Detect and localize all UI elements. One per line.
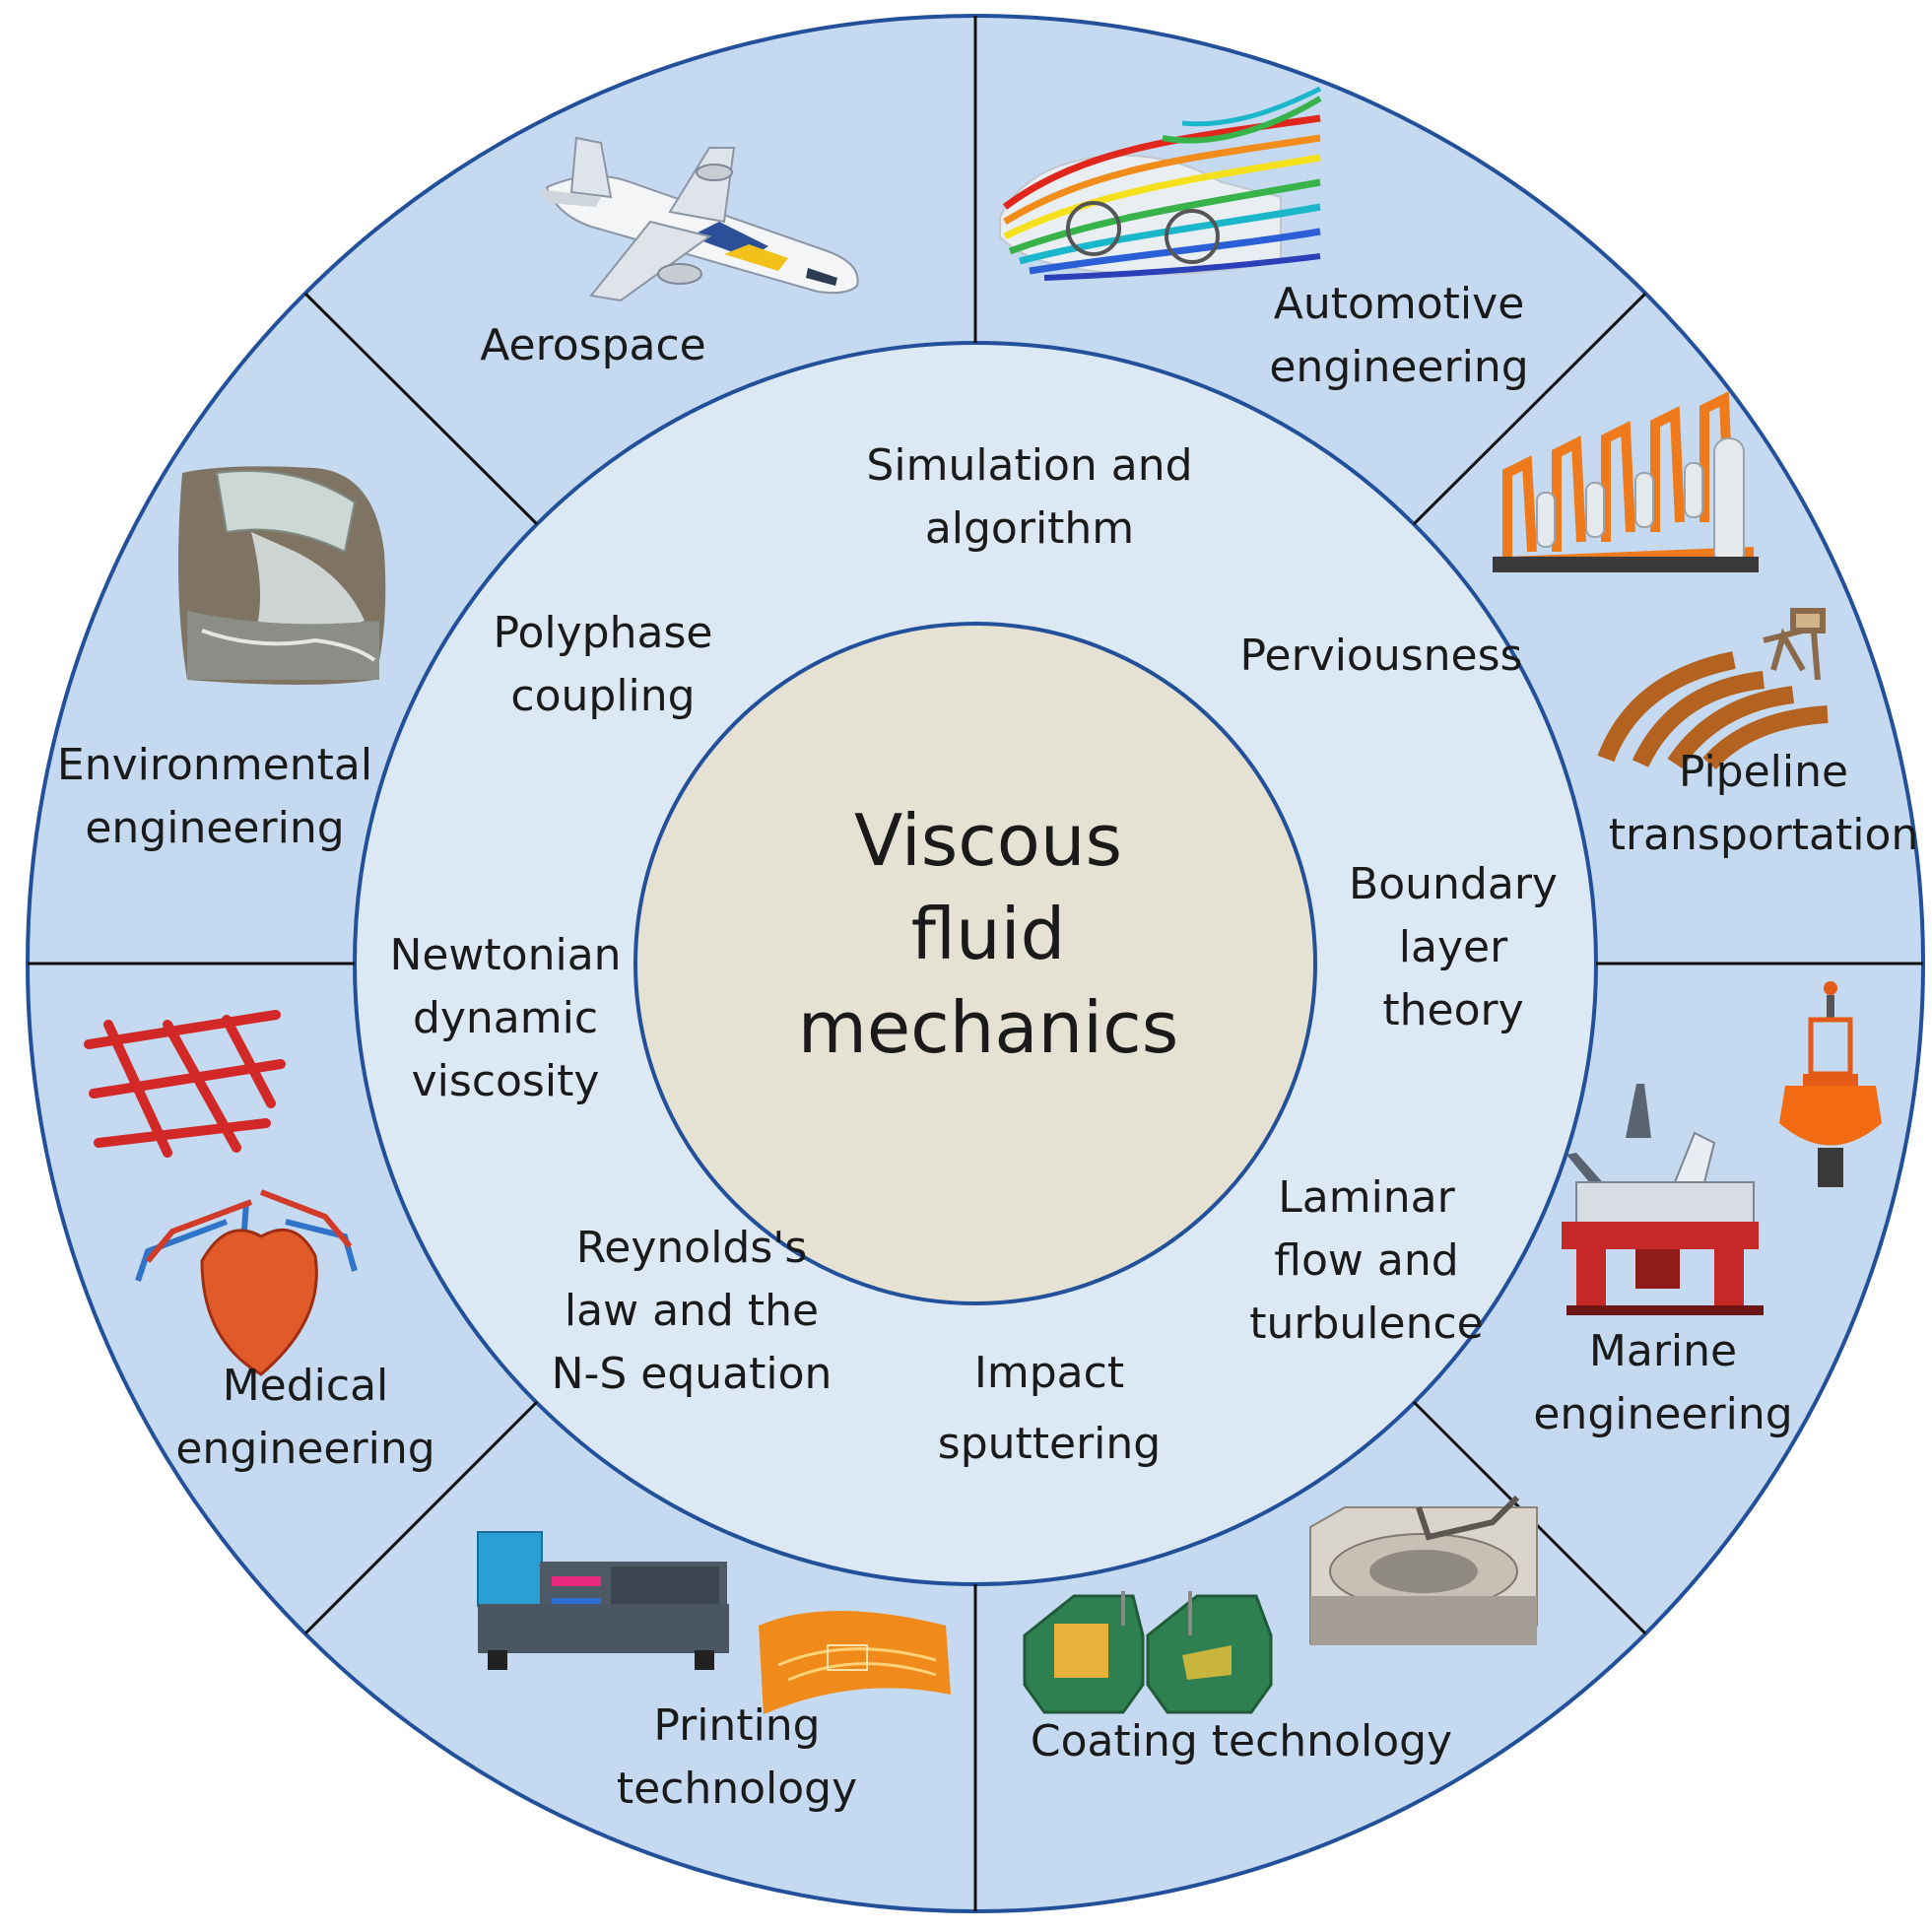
concept-labels: Simulation and algorithmPerviousnessBound… xyxy=(389,440,1558,1469)
concept-boundary-layer-line: layer xyxy=(1399,922,1508,972)
concept-boundary-layer-line: Boundary xyxy=(1349,859,1558,909)
concept-impact: Impact sputtering xyxy=(938,1348,1161,1469)
concept-simulation-line: algorithm xyxy=(925,503,1134,554)
concept-newtonian-line: dynamic xyxy=(413,993,598,1043)
center-title-label: Viscous fluid mechanics xyxy=(798,799,1179,1069)
oil-rig-icon xyxy=(1562,1084,1764,1315)
divider-top-left xyxy=(303,292,539,526)
application-pipeline: Pipeline transportation xyxy=(1609,747,1919,860)
application-medical: Medical engineering xyxy=(175,1361,434,1474)
application-automotive: Automotive engineering xyxy=(1269,279,1528,392)
application-environmental-line: Environmental xyxy=(57,740,372,790)
application-printing-line: Printing xyxy=(653,1700,820,1751)
center-circle xyxy=(633,622,1317,1305)
concept-reynolds-line: N-S equation xyxy=(552,1349,833,1399)
application-automotive-line: engineering xyxy=(1269,342,1528,392)
pump-jack-icon xyxy=(1763,608,1826,681)
heart-icon xyxy=(84,1010,358,1376)
application-printing: Printing technology xyxy=(617,1700,857,1814)
application-aerospace: Aerospace xyxy=(480,320,706,370)
application-coating-line: Coating technology xyxy=(1031,1716,1452,1766)
application-printing-line: technology xyxy=(617,1764,857,1814)
application-coating: Coating technology xyxy=(1031,1716,1452,1766)
application-aerospace-line: Aerospace xyxy=(480,320,706,370)
wastewater-icon xyxy=(178,466,386,685)
buoy-icon xyxy=(1779,981,1882,1187)
concept-simulation-line: Simulation and xyxy=(866,440,1192,491)
offshore-platform-icon xyxy=(1562,981,1882,1315)
application-marine-line: Marine xyxy=(1589,1326,1737,1376)
concept-boundary-layer: Boundary layer theory xyxy=(1349,859,1558,1035)
center-title: Viscous fluid mechanics xyxy=(798,799,1179,1069)
concept-laminar-line: Laminar xyxy=(1278,1172,1455,1223)
divider-top-right xyxy=(1412,292,1647,526)
coated-die-icon xyxy=(1023,1591,1273,1714)
application-pipeline-line: Pipeline xyxy=(1679,747,1848,797)
concept-polyphase-line: Polyphase xyxy=(494,608,713,658)
application-medical-line: Medical xyxy=(223,1361,389,1411)
pipeline-icon xyxy=(1493,391,1829,770)
car-airflow-icon xyxy=(999,86,1322,281)
center-title-label-line: Viscous xyxy=(854,799,1122,882)
concept-boundary-layer-line: theory xyxy=(1382,985,1523,1035)
concept-reynolds-line: law and the xyxy=(565,1286,819,1336)
application-marine-line: engineering xyxy=(1533,1389,1792,1439)
application-medical-line: engineering xyxy=(175,1424,434,1474)
concept-polyphase-line: coupling xyxy=(510,671,695,721)
concept-newtonian-line: Newtonian xyxy=(389,930,621,980)
concept-laminar-line: turbulence xyxy=(1249,1299,1484,1349)
application-pipeline-line: transportation xyxy=(1609,810,1919,860)
concept-perviousness: Perviousness xyxy=(1240,631,1523,681)
application-environmental-line: engineering xyxy=(85,803,344,853)
concept-impact-line: sputtering xyxy=(938,1419,1161,1469)
spin-coater-icon xyxy=(1309,1495,1538,1645)
concept-reynolds-line: Reynolds's xyxy=(576,1223,808,1273)
flexible-circuit-icon xyxy=(759,1611,951,1714)
application-automotive-line: Automotive xyxy=(1274,279,1525,329)
concept-impact-line: Impact xyxy=(974,1348,1124,1398)
concept-newtonian-line: viscosity xyxy=(412,1056,600,1106)
coating-machine-icon xyxy=(1023,1495,1538,1714)
concept-perviousness-line: Perviousness xyxy=(1240,631,1523,681)
blood-vessel-network-icon xyxy=(84,1010,286,1158)
concept-polyphase: Polyphase coupling xyxy=(494,608,713,721)
concept-simulation: Simulation and algorithm xyxy=(866,440,1192,554)
divider-bottom-left xyxy=(303,1400,539,1635)
dividers xyxy=(28,16,1923,1911)
concept-laminar-line: flow and xyxy=(1274,1235,1458,1286)
application-environmental: Environmental engineering xyxy=(57,740,372,853)
airplane-icon xyxy=(540,136,859,302)
application-marine: Marine engineering xyxy=(1533,1326,1792,1439)
concept-laminar: Laminar flow and turbulence xyxy=(1249,1172,1484,1349)
printing-press-icon xyxy=(477,1531,951,1714)
concept-newtonian: Newtonian dynamic viscosity xyxy=(389,930,621,1106)
center-title-label-line: fluid xyxy=(911,893,1066,975)
center-title-label-line: mechanics xyxy=(798,986,1179,1069)
